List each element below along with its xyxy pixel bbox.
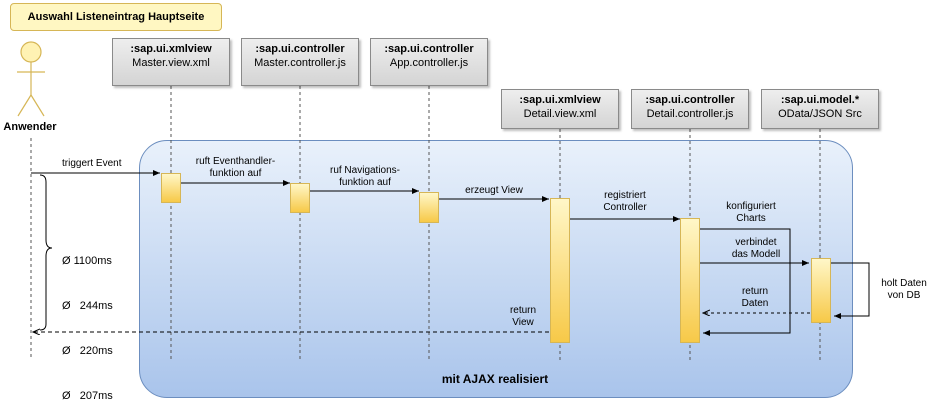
lifeline-class: :sap.ui.xmlview — [130, 43, 212, 55]
activation-detail-view — [550, 198, 570, 343]
label-line: verbindet — [735, 237, 777, 248]
label-return-daten: return Daten — [730, 286, 780, 310]
ajax-label: mit AJAX realisiert — [441, 372, 549, 386]
lifeline-class: :sap.ui.model.* — [780, 94, 860, 106]
lifeline-name: Master.view.xml — [132, 57, 210, 69]
timing-value: Ø 244ms — [62, 300, 113, 312]
lifeline-class: :sap.ui.controller — [645, 94, 735, 106]
label-holt-daten: holt Daten von DB — [874, 278, 934, 302]
lifeline-header-app-controller: :sap.ui.controller App.controller.js — [370, 38, 488, 86]
msg-konfiguriert-charts — [700, 228, 791, 336]
label-line: ruft Eventhandler- — [195, 156, 276, 167]
label-line: das Modell — [731, 249, 781, 260]
lifeline-name: OData/JSON Src — [778, 108, 862, 120]
label-line: holt Daten — [881, 278, 927, 289]
lifeline-name: Detail.view.xml — [523, 108, 597, 120]
timing-value: Ø 207ms — [62, 390, 113, 402]
activation-master-view — [161, 173, 181, 203]
label-triggert-event: triggert Event — [62, 158, 122, 169]
label-line: return — [741, 286, 769, 297]
timing-value: Ø 220ms — [62, 345, 113, 357]
timing-brace — [39, 174, 53, 331]
lifeline-name: Master.controller.js — [254, 57, 346, 69]
label-line: ruf Navigations- — [329, 165, 401, 176]
actor-figure — [17, 41, 45, 117]
lifeline-header-detail-view: :sap.ui.xmlview Detail.view.xml — [501, 89, 619, 129]
label-line: Charts — [736, 213, 766, 224]
label-line: funktion auf — [339, 177, 391, 188]
msg-holt-daten — [831, 262, 870, 319]
activation-detail-controller — [680, 218, 700, 343]
activation-app-controller — [419, 192, 439, 223]
label-registriert-controller: registriert Controller — [575, 190, 675, 214]
lifeline-class: :sap.ui.controller — [255, 43, 345, 55]
lifeline-name: Detail.controller.js — [646, 108, 734, 120]
lifeline-class: :sap.ui.xmlview — [519, 94, 601, 106]
activation-master-controller — [290, 183, 310, 213]
activation-model — [811, 258, 831, 323]
label-line: registriert — [604, 190, 646, 201]
label-line: funktion auf — [209, 168, 262, 179]
label-erzeugt-view: erzeugt View — [465, 185, 523, 196]
label-verbindet-modell: verbindet das Modell — [706, 237, 806, 261]
label-line: Controller — [603, 202, 647, 213]
label-line: return — [509, 305, 537, 316]
timing-list: Ø 1100ms Ø 244ms Ø 220ms Ø 207ms — [62, 224, 113, 419]
lifeline-header-model: :sap.ui.model.* OData/JSON Src — [761, 89, 879, 129]
label-line: View — [512, 317, 534, 328]
lifeline-name: App.controller.js — [389, 57, 469, 69]
diagram-title: Auswahl Listeneintrag Hauptseite — [10, 3, 222, 31]
actor-label: Anwender — [3, 121, 57, 133]
label-ruf-navigation: ruf Navigations- funktion auf — [313, 165, 417, 189]
label-return-view: return View — [500, 305, 546, 329]
label-line: Daten — [741, 298, 769, 309]
lifeline-class: :sap.ui.controller — [384, 43, 474, 55]
lifeline-header-detail-controller: :sap.ui.controller Detail.controller.js — [631, 89, 749, 129]
timing-value: Ø 1100ms — [62, 255, 112, 267]
lifeline-header-master-view: :sap.ui.xmlview Master.view.xml — [112, 38, 230, 86]
lifeline-header-master-controller: :sap.ui.controller Master.controller.js — [241, 38, 359, 86]
sequence-lines — [17, 41, 870, 360]
label-konfiguriert-charts: konfiguriert Charts — [706, 201, 796, 225]
label-line: von DB — [887, 290, 921, 301]
label-line: konfiguriert — [726, 201, 776, 212]
label-ruft-eventhandler: ruft Eventhandler- funktion auf — [183, 156, 288, 180]
